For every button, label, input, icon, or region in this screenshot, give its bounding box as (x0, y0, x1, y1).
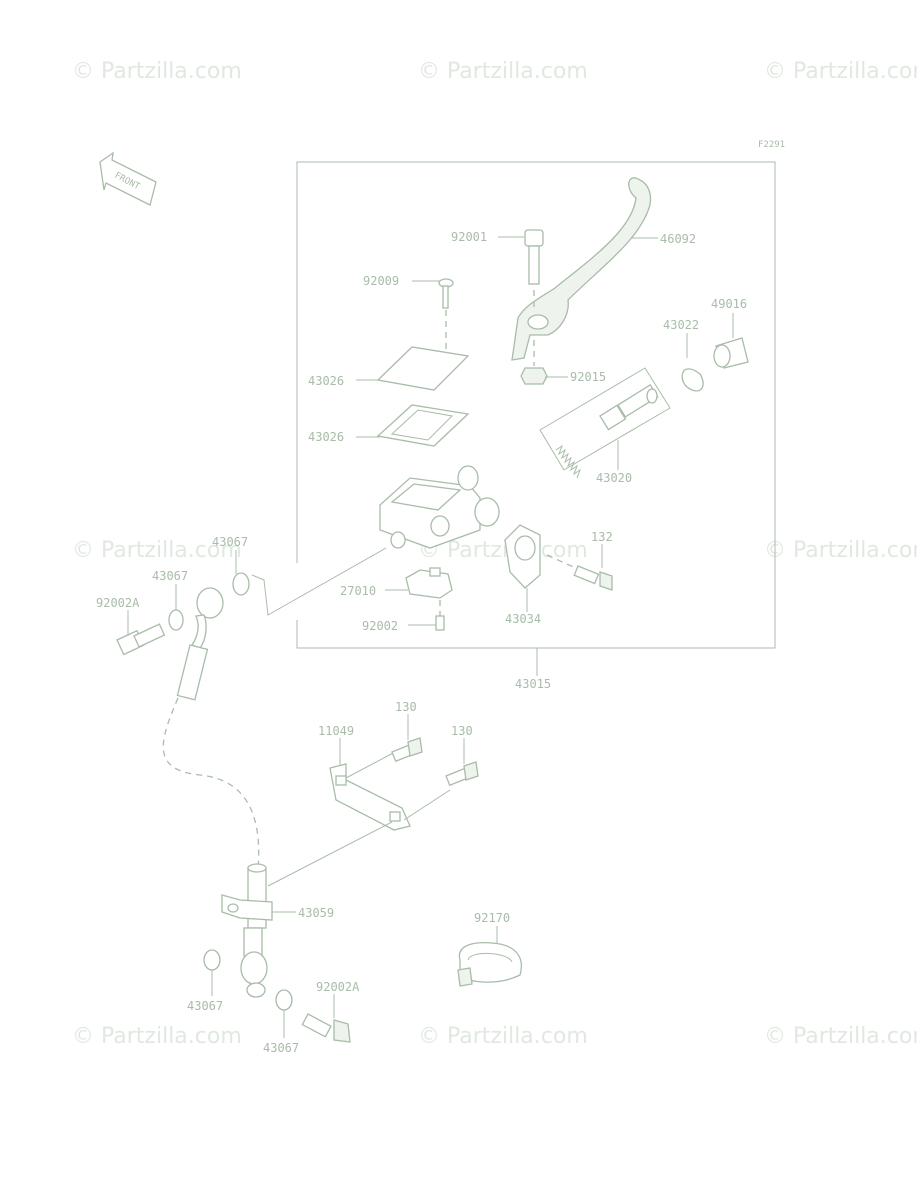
cap-screw (438, 278, 454, 350)
handlebar-clamp (504, 524, 541, 589)
part-label-130-upper: 130 (395, 700, 417, 714)
watermark-top-center: © Partzilla.com (418, 59, 588, 84)
circlip (681, 368, 704, 392)
part-label-43026-cap: 43026 (308, 374, 344, 388)
watermark-top-left: © Partzilla.com (72, 59, 242, 84)
clamp-bolt (546, 554, 613, 591)
part-label-43059: 43059 (298, 906, 334, 920)
part-label-43067-upper: 43067 (212, 535, 248, 549)
hose-bracket (267, 737, 479, 887)
part-label-43067-lower-right: 43067 (263, 1041, 299, 1055)
part-label-49016: 49016 (711, 297, 747, 311)
piston-kit (539, 367, 671, 479)
part-labels: 92001 46092 92009 49016 43022 43026 9201… (96, 230, 747, 1055)
watermark-mid-left: © Partzilla.com (72, 538, 242, 563)
watermark-bottom-left: © Partzilla.com (72, 1024, 242, 1049)
part-label-92009: 92009 (363, 274, 399, 288)
leader-lines (127, 236, 734, 1038)
dust-boot (713, 337, 749, 369)
part-label-130-lower: 130 (451, 724, 473, 738)
part-label-92001: 92001 (451, 230, 487, 244)
part-label-11049: 11049 (318, 724, 354, 738)
front-arrow-icon: FRONT (99, 151, 157, 206)
part-label-43015: 43015 (515, 677, 551, 691)
part-label-43067-mid: 43067 (152, 569, 188, 583)
part-label-92002A-upper: 92002A (96, 596, 140, 610)
watermark-bottom-right: © Partzilla.com (764, 1024, 917, 1049)
washer-lower-left (203, 949, 221, 971)
part-label-92002A-lower: 92002A (316, 980, 360, 994)
part-label-43026-diaphragm: 43026 (308, 430, 344, 444)
brake-switch (405, 567, 453, 599)
assembly-box (296, 161, 776, 649)
reservoir-diaphragm (376, 404, 470, 447)
watermarks: © Partzilla.com © Partzilla.com © Partzi… (72, 59, 917, 1049)
washer-upper-a (168, 609, 184, 631)
part-label-43020: 43020 (596, 471, 632, 485)
lever-nut (520, 340, 548, 385)
part-label-43022: 43022 (663, 318, 699, 332)
part-label-27010: 27010 (340, 584, 376, 598)
washer-lower-right (275, 989, 293, 1011)
part-label-43034: 43034 (505, 612, 541, 626)
part-label-92002: 92002 (362, 619, 398, 633)
master-cylinder-body (379, 465, 500, 549)
part-label-46092: 46092 (660, 232, 696, 246)
watermark-bottom-center: © Partzilla.com (418, 1024, 588, 1049)
brake-lever (511, 177, 652, 361)
hose-fitting (221, 863, 273, 998)
reservoir-cap (376, 346, 470, 391)
clamp-band (457, 942, 523, 987)
part-label-43067-lower-left: 43067 (187, 999, 223, 1013)
figure-code: F2291 (758, 140, 785, 150)
part-label-132: 132 (591, 530, 613, 544)
banjo-bolt-lower (301, 1013, 351, 1043)
part-label-92170: 92170 (474, 911, 510, 925)
switch-screw (435, 600, 445, 631)
brake-hose (116, 547, 387, 871)
watermark-top-right: © Partzilla.com (764, 59, 917, 84)
pivot-bolt (524, 229, 544, 312)
watermark-mid-right: © Partzilla.com (764, 538, 917, 563)
part-label-92015: 92015 (570, 370, 606, 384)
